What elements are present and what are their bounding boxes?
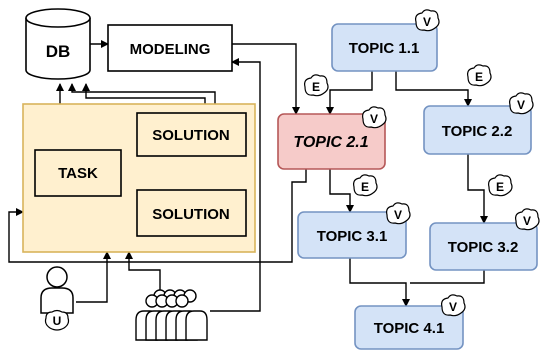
db-node: DB	[25, 8, 91, 80]
badge-e-topic11-topic22-label: E	[475, 70, 483, 84]
edge-user-panel	[76, 251, 111, 303]
badge-v-topic-3-2-label: V	[523, 214, 531, 228]
badge-e-topic21-topic31-label: E	[361, 180, 369, 194]
badge-e-topic22-topic32: E	[488, 174, 513, 197]
badge-v-topic-4-1: V	[441, 294, 466, 317]
solution-bottom-node: SOLUTION	[136, 189, 247, 237]
modeling-label: MODELING	[130, 41, 211, 58]
badge-v-topic-4-1-label: V	[449, 300, 457, 314]
topic-3-1: TOPIC 3.1	[297, 211, 407, 259]
task-label: TASK	[58, 165, 98, 182]
badge-e-topic11-topic21-label: E	[312, 80, 320, 94]
topic-2-1: TOPIC 2.1	[277, 113, 386, 170]
topic-2-2: TOPIC 2.2	[423, 105, 532, 155]
edge-topic11-topic21	[326, 71, 373, 115]
badge-e-topic11-topic21: E	[304, 74, 329, 97]
topic-3-2: TOPIC 3.2	[429, 222, 538, 271]
badge-v-topic-3-2: V	[515, 208, 540, 231]
topic-4-1: TOPIC 4.1	[354, 305, 464, 350]
topic-2-1-label: TOPIC 2.1	[293, 134, 368, 151]
task-node: TASK	[34, 149, 122, 197]
modeling-node: MODELING	[107, 24, 233, 72]
edge-crowd-panel	[125, 251, 161, 292]
user-badge: U	[44, 309, 70, 331]
solution-top-node: SOLUTION	[136, 112, 247, 157]
crowd-icon	[135, 289, 208, 341]
user-icon	[40, 266, 74, 314]
edge-topic31-topic41	[349, 258, 410, 307]
badge-e-topic11-topic22: E	[467, 64, 492, 87]
badge-v-topic-2-1-label: V	[370, 112, 378, 126]
edge-panel-db-3	[82, 83, 206, 104]
badge-e-topic21-topic31: E	[353, 174, 378, 197]
topic-4-1-label: TOPIC 4.1	[374, 320, 445, 337]
edge-topic32-topic41	[410, 270, 485, 284]
topic-3-2-label: TOPIC 3.2	[448, 239, 519, 256]
badge-v-topic-2-2-label: V	[517, 98, 525, 112]
topic-2-2-label: TOPIC 2.2	[442, 123, 513, 140]
topic-1-1-label: TOPIC 1.1	[349, 40, 420, 57]
badge-v-topic-3-1: V	[386, 202, 411, 225]
badge-v-topic-2-2: V	[509, 92, 534, 115]
topic-1-1: TOPIC 1.1	[331, 23, 438, 72]
badge-e-topic22-topic32-label: E	[496, 180, 504, 194]
edge-topic21-topic31	[329, 169, 354, 213]
solution-top-label: SOLUTION	[152, 127, 230, 144]
edge-topic21-panel	[8, 169, 307, 263]
edge-crowd-modeling	[210, 58, 261, 312]
solution-bottom-label: SOLUTION	[152, 206, 230, 223]
edge-topic22-topic32	[467, 154, 488, 224]
edge-topic11-topic22	[395, 71, 472, 107]
badge-v-topic-1-1-label: V	[423, 15, 431, 29]
topic-3-1-label: TOPIC 3.1	[317, 228, 388, 245]
db-label: DB	[46, 42, 71, 61]
edge-modeling-topic21	[232, 43, 300, 115]
badge-v-topic-3-1-label: V	[394, 208, 402, 222]
badge-v-topic-1-1: V	[415, 9, 440, 32]
edge-panel-db-2	[68, 83, 216, 104]
user-badge-label: U	[53, 314, 62, 328]
badge-v-topic-2-1: V	[362, 106, 387, 129]
